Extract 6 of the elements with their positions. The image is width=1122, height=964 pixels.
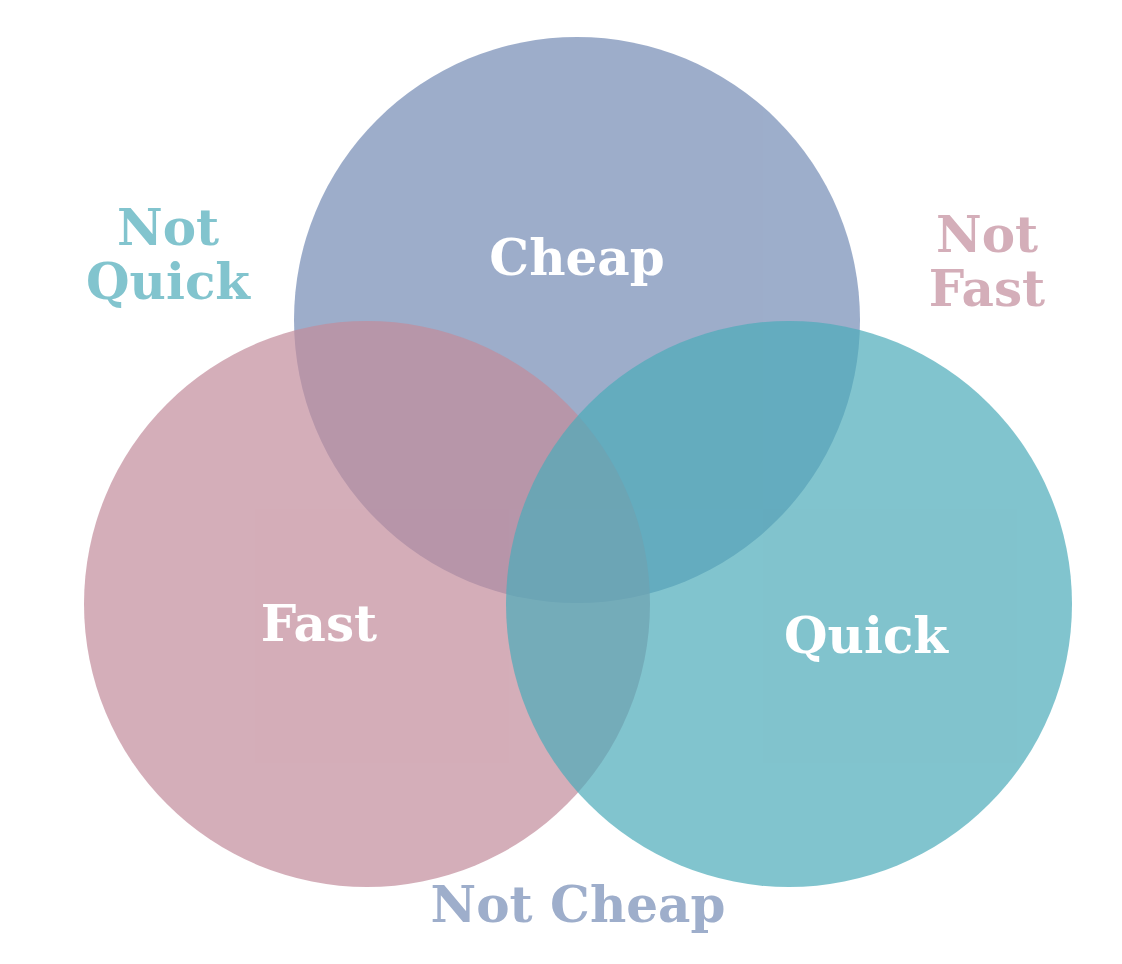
outside-label: Not Fast [927, 208, 1047, 316]
outside-label: Not Cheap [429, 878, 727, 932]
circle-label: Quick [784, 607, 948, 663]
outside-label: Not Quick [85, 201, 252, 309]
circle-label: Cheap [489, 229, 665, 285]
circle-label: Fast [260, 595, 378, 651]
